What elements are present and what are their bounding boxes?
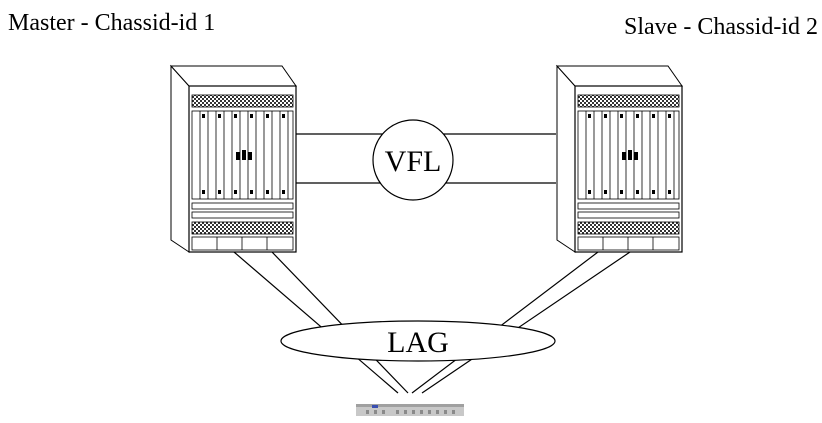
- lag-link-slave-2: [421, 251, 631, 394]
- slave-label: Slave - Chassid-id 2: [624, 14, 818, 40]
- vfl-bubble: [372, 119, 454, 201]
- vfl-label: VFL: [385, 145, 442, 178]
- lag-label: LAG: [387, 326, 449, 359]
- edge-switch-icon: [356, 404, 464, 416]
- slave-chassis-icon: [556, 65, 683, 253]
- lag-link-slave-1: [411, 251, 599, 394]
- master-label: Master - Chassid-id 1: [8, 10, 215, 36]
- lag-ellipse: [280, 320, 556, 362]
- lag-link-master-2: [271, 251, 409, 394]
- master-chassis-icon: [169, 64, 297, 253]
- lag-link-master-1: [233, 251, 399, 394]
